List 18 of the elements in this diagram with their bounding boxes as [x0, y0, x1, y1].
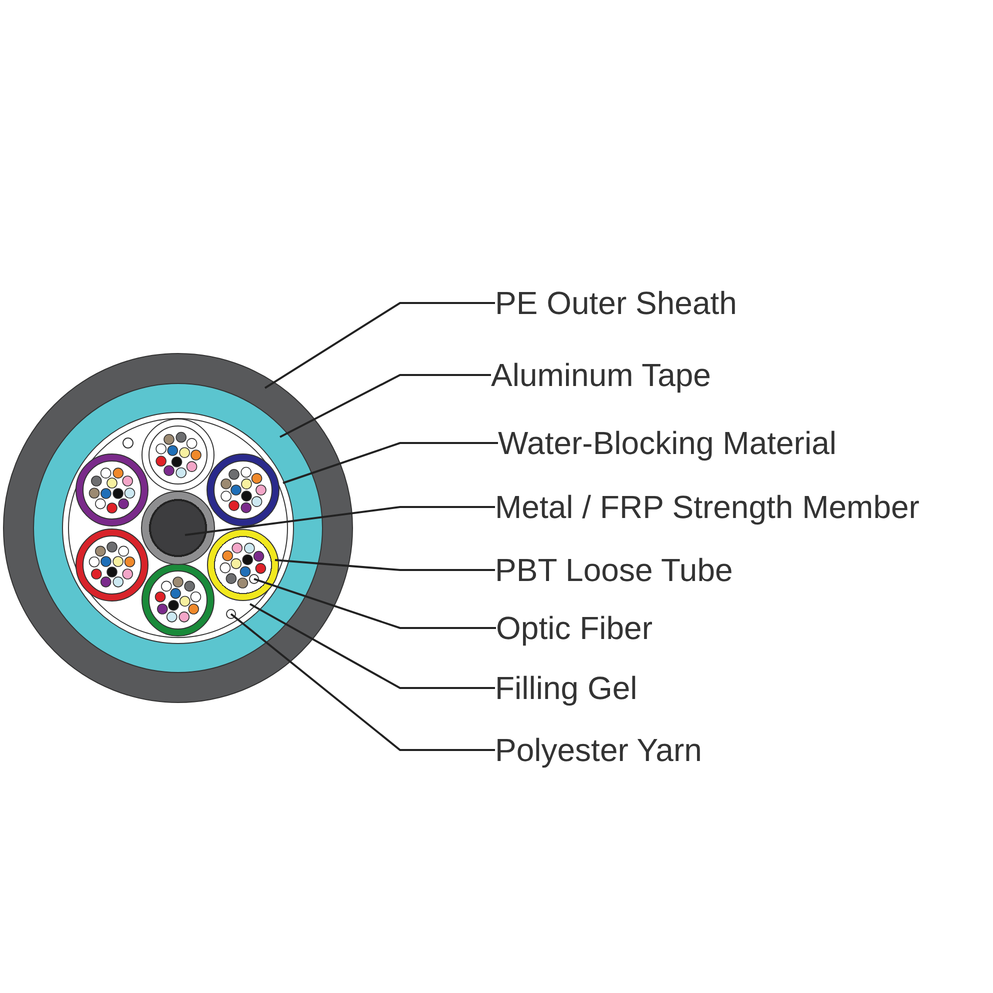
part-label: Optic Fiber	[496, 612, 652, 644]
part-label: Filling Gel	[495, 672, 638, 704]
leader-line	[230, 613, 495, 751]
part-label: Water-Blocking Material	[498, 427, 836, 459]
part-label: Polyester Yarn	[495, 734, 702, 766]
leader-line	[184, 506, 495, 536]
part-label: PBT Loose Tube	[495, 554, 733, 586]
leader-line	[264, 302, 495, 389]
leader-line	[250, 603, 495, 689]
part-label: Metal / FRP Strength Member	[495, 491, 920, 523]
leader-line	[280, 374, 491, 438]
part-label: PE Outer Sheath	[495, 287, 737, 319]
leader-line	[274, 559, 495, 571]
part-label: Aluminum Tape	[491, 359, 711, 391]
leader-line	[254, 578, 496, 629]
strength-member	[141, 491, 215, 565]
loose-tube	[207, 529, 279, 601]
leader-line	[282, 442, 498, 484]
